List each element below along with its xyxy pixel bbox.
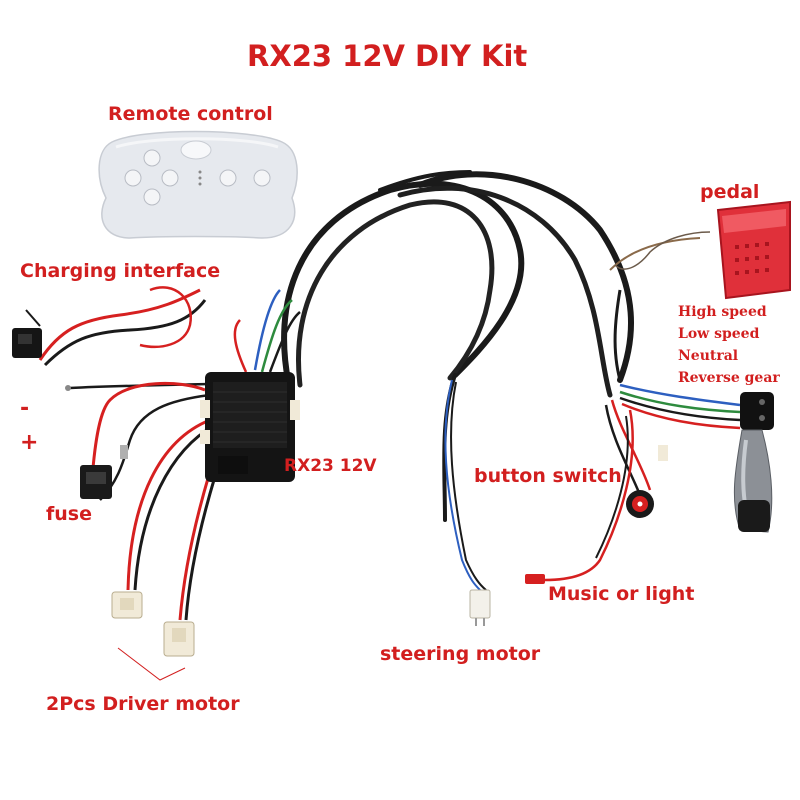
label-low-speed: Low speed [678, 326, 760, 342]
gear-shifter-icon [733, 392, 774, 533]
label-neutral: Neutral [678, 348, 739, 364]
label-high-speed: High speed [678, 304, 767, 320]
label-steering-motor: steering motor [380, 643, 541, 665]
label-button-switch: button switch [474, 465, 622, 487]
motor-connector-icon [111, 591, 195, 681]
fuse-holder-icon [80, 382, 211, 501]
remote-control-icon [98, 130, 298, 239]
label-charging-interface: Charging interface [20, 260, 221, 282]
button-switch-icon [626, 490, 654, 518]
label-remote-control: Remote control [108, 103, 273, 125]
label-fuse: fuse [46, 503, 92, 525]
button-switch-wires [604, 399, 668, 496]
label-music-light: Music or light [548, 583, 695, 605]
label-controller: RX23 12V [284, 456, 377, 476]
charging-port-icon [12, 286, 207, 367]
label-driver-motor: 2Pcs Driver motor [46, 693, 240, 715]
music-light-connector [525, 409, 634, 584]
diagram-title: RX23 12V DIY Kit [247, 39, 528, 73]
pedal-wire [609, 231, 711, 381]
gear-shifter-wires [619, 383, 741, 430]
label-pedal: pedal [700, 181, 760, 203]
steering-motor-connector [444, 379, 491, 626]
main-harness [281, 170, 634, 522]
controller-box-icon [200, 289, 301, 482]
label-plus: + [20, 430, 39, 455]
label-reverse-gear: Reverse gear [678, 370, 780, 386]
label-minus: - [20, 396, 30, 421]
pedal-icon [716, 200, 791, 300]
